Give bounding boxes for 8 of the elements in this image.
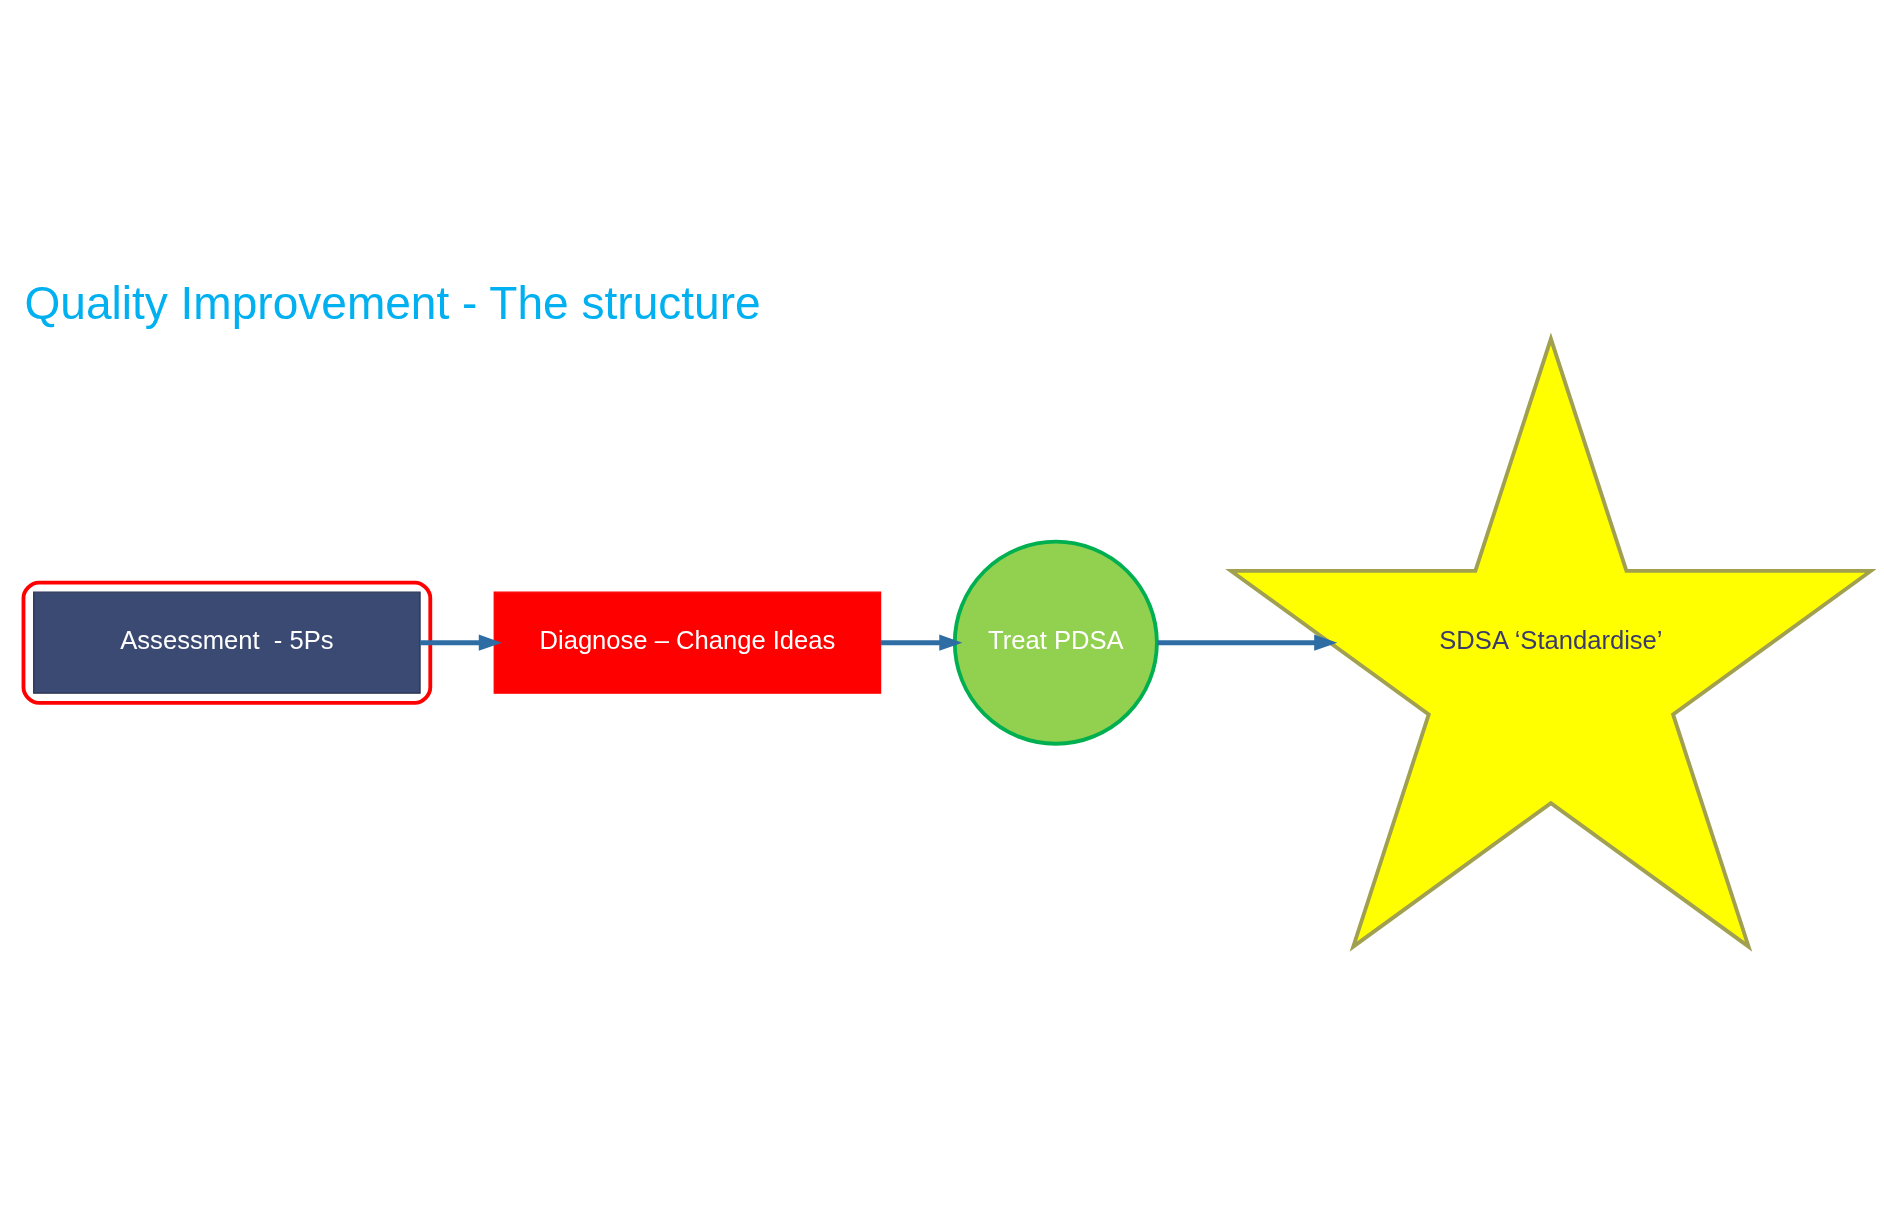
- arrow: [1157, 634, 1338, 651]
- node-box: Diagnose – Change Ideas: [493, 591, 882, 694]
- node-circle: Treat PDSA: [952, 539, 1159, 746]
- node-box: Assessment - 5Ps: [33, 591, 421, 694]
- arrow: [420, 634, 502, 651]
- arrow: [880, 634, 963, 651]
- cluster: [21, 580, 433, 705]
- diagram-title: Quality Improvement - The structure: [24, 276, 761, 329]
